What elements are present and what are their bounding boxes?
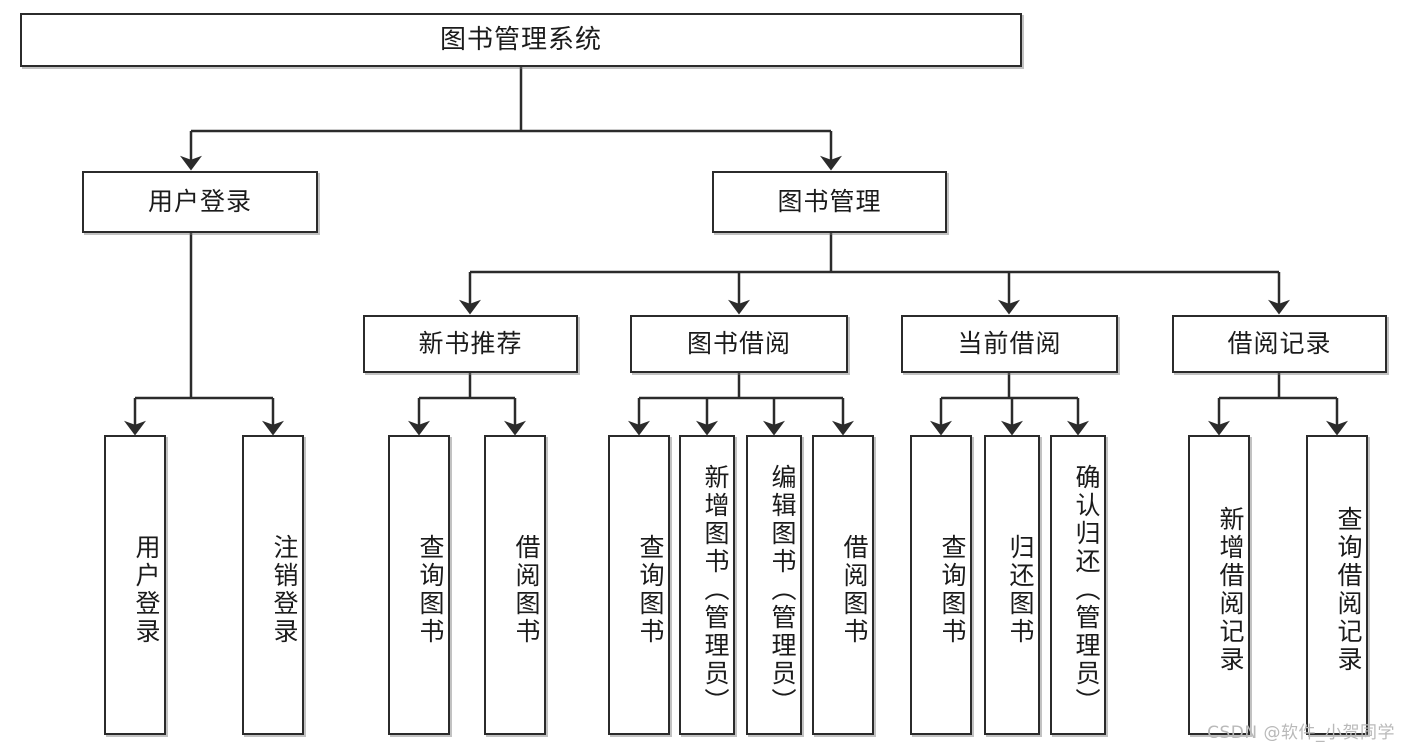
node-leaf-user-login[interactable]: 用户登录	[104, 435, 166, 735]
node-leaf-logout[interactable]: 注销登录	[242, 435, 304, 735]
node-root[interactable]: 图书管理系统	[20, 13, 1022, 67]
node-leaf-query-book-3[interactable]: 查询图书	[910, 435, 972, 735]
node-leaf-query-record[interactable]: 查询借阅记录	[1306, 435, 1368, 735]
node-new-book-recommend-label: 新书推荐	[418, 329, 523, 359]
node-leaf-query-book-2[interactable]: 查询图书	[608, 435, 670, 735]
node-leaf-logout-label: 注销登录	[270, 534, 299, 646]
node-leaf-add-book-label: 新增图书（管理员）	[701, 464, 730, 716]
node-leaf-return-book-label: 归还图书	[1006, 534, 1035, 646]
node-leaf-borrow-book-1[interactable]: 借阅图书	[484, 435, 546, 735]
node-leaf-confirm-return[interactable]: 确认归还（管理员）	[1050, 435, 1106, 735]
node-user-login-label: 用户登录	[147, 187, 252, 217]
node-leaf-edit-book-label: 编辑图书（管理员）	[768, 464, 797, 716]
node-leaf-query-book-2-label: 查询图书	[636, 534, 665, 646]
node-leaf-query-book-1[interactable]: 查询图书	[388, 435, 450, 735]
node-leaf-user-login-label: 用户登录	[132, 534, 161, 646]
node-current-borrow[interactable]: 当前借阅	[901, 315, 1118, 373]
node-user-login[interactable]: 用户登录	[82, 171, 318, 233]
node-leaf-add-record[interactable]: 新增借阅记录	[1188, 435, 1250, 735]
node-leaf-borrow-book-1-label: 借阅图书	[512, 534, 541, 646]
node-new-book-recommend[interactable]: 新书推荐	[363, 315, 578, 373]
node-book-borrow[interactable]: 图书借阅	[630, 315, 848, 373]
node-leaf-edit-book[interactable]: 编辑图书（管理员）	[746, 435, 802, 735]
node-leaf-return-book[interactable]: 归还图书	[984, 435, 1040, 735]
node-book-manage[interactable]: 图书管理	[712, 171, 947, 233]
node-current-borrow-label: 当前借阅	[957, 329, 1062, 359]
node-book-borrow-label: 图书借阅	[686, 329, 791, 359]
node-root-label: 图书管理系统	[439, 24, 602, 55]
node-leaf-add-record-label: 新增借阅记录	[1216, 506, 1245, 674]
node-borrow-record-label: 借阅记录	[1227, 329, 1332, 359]
node-leaf-borrow-book-2[interactable]: 借阅图书	[812, 435, 874, 735]
watermark: CSDN @软件_小贺同学	[1207, 723, 1395, 743]
node-leaf-add-book[interactable]: 新增图书（管理员）	[679, 435, 735, 735]
node-book-manage-label: 图书管理	[777, 187, 882, 217]
node-leaf-confirm-return-label: 确认归还（管理员）	[1072, 464, 1101, 716]
node-leaf-query-book-1-label: 查询图书	[416, 534, 445, 646]
node-borrow-record[interactable]: 借阅记录	[1172, 315, 1387, 373]
node-leaf-query-book-3-label: 查询图书	[938, 534, 967, 646]
node-leaf-borrow-book-2-label: 借阅图书	[840, 534, 869, 646]
node-leaf-query-record-label: 查询借阅记录	[1334, 506, 1363, 674]
